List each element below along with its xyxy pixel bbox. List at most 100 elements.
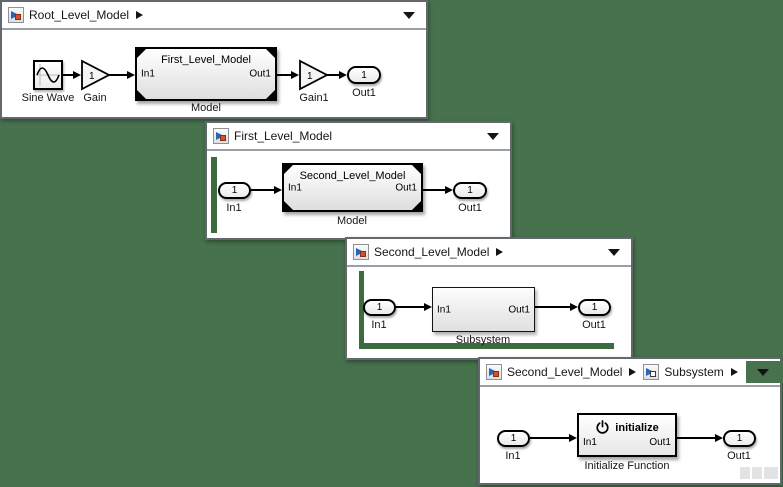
chevron-down-icon[interactable] bbox=[608, 249, 620, 256]
block-label: In1 bbox=[226, 202, 242, 214]
signal-line[interactable] bbox=[530, 437, 569, 439]
model-icon-badge bbox=[360, 251, 366, 257]
breadcrumb-expand-icon[interactable] bbox=[629, 368, 637, 376]
initialize-function-block[interactable]: initialize In1 Out1 bbox=[577, 413, 677, 457]
inport-value: 1 bbox=[231, 185, 238, 196]
model-corner-icon bbox=[137, 90, 146, 99]
in-port-label: In1 bbox=[141, 68, 155, 80]
outport-block[interactable]: 1 bbox=[347, 66, 381, 84]
chevron-down-icon[interactable] bbox=[403, 12, 415, 19]
signal-line[interactable] bbox=[327, 74, 339, 76]
breadcrumb: First_Level_Model bbox=[207, 123, 510, 151]
arrowhead-icon bbox=[569, 434, 577, 442]
outport-block[interactable]: 1 bbox=[578, 299, 611, 316]
gain1-value: 1 bbox=[307, 71, 313, 82]
model-reference-block[interactable]: Second_Level_Model In1 Out1 bbox=[282, 163, 423, 212]
breadcrumb-item-first-level-model[interactable]: First_Level_Model bbox=[234, 129, 333, 143]
editor-window-subsystem: Second_Level_Model Subsystem 1 In1 bbox=[478, 357, 783, 485]
block-label: In1 bbox=[371, 319, 387, 331]
gain1-block[interactable]: 1 bbox=[299, 59, 329, 91]
breadcrumb: Second_Level_Model bbox=[347, 239, 631, 267]
model-reference-highlight-bar bbox=[211, 157, 217, 233]
out-port-label: Out1 bbox=[395, 182, 417, 193]
editor-window-first-level-model: First_Level_Model 1 In1 Second_Level_Mod… bbox=[205, 121, 512, 240]
inport-value: 1 bbox=[376, 302, 383, 313]
outport-block[interactable]: 1 bbox=[723, 430, 756, 447]
model-icon-badge bbox=[220, 135, 226, 141]
out-port-label: Out1 bbox=[508, 304, 530, 315]
outport-value: 1 bbox=[361, 69, 367, 81]
model-corner-icon bbox=[266, 49, 275, 58]
model-reference-block[interactable]: First_Level_Model In1 Out1 bbox=[135, 47, 277, 101]
outport-value: 1 bbox=[467, 185, 473, 196]
breadcrumb-item-root-level-model[interactable]: Root_Level_Model bbox=[29, 8, 130, 22]
subsystem-block[interactable]: In1 Out1 bbox=[432, 287, 535, 332]
breadcrumb-expand-icon[interactable] bbox=[496, 248, 504, 256]
inport-block[interactable]: 1 bbox=[363, 299, 396, 316]
in-port-label: In1 bbox=[437, 304, 451, 315]
model-block-title: First_Level_Model bbox=[161, 54, 251, 66]
signal-line[interactable] bbox=[677, 437, 715, 439]
breadcrumb-item-second-level-model[interactable]: Second_Level_Model bbox=[374, 245, 490, 259]
outport-block[interactable]: 1 bbox=[453, 182, 487, 199]
simulink-model-icon bbox=[486, 364, 502, 380]
power-icon bbox=[596, 420, 609, 434]
arrowhead-icon bbox=[127, 71, 135, 79]
out-port-label: Out1 bbox=[249, 68, 271, 80]
sine-wave-icon bbox=[36, 64, 60, 86]
gain-block[interactable]: 1 bbox=[81, 59, 111, 91]
signal-line[interactable] bbox=[109, 74, 127, 76]
sine-wave-block[interactable] bbox=[33, 60, 63, 90]
breadcrumb-item-second-level-model[interactable]: Second_Level_Model bbox=[507, 365, 623, 379]
arrowhead-icon bbox=[445, 186, 453, 194]
outport-value: 1 bbox=[736, 433, 743, 444]
model-icon-badge bbox=[15, 14, 21, 20]
breadcrumb-item-subsystem[interactable]: Subsystem bbox=[664, 365, 724, 379]
signal-line[interactable] bbox=[535, 306, 570, 308]
signal-line[interactable] bbox=[63, 74, 74, 76]
block-label: Initialize Function bbox=[584, 460, 670, 472]
arrowhead-icon bbox=[339, 71, 347, 79]
event-name: initialize bbox=[615, 421, 659, 434]
breadcrumb-expand-icon[interactable] bbox=[730, 368, 738, 376]
arrowhead-icon bbox=[291, 71, 299, 79]
out-port-label: Out1 bbox=[649, 437, 671, 448]
simulink-model-icon bbox=[213, 128, 229, 144]
block-label: Gain1 bbox=[299, 92, 329, 104]
chevron-down-icon[interactable] bbox=[487, 133, 499, 140]
arrowhead-icon bbox=[715, 434, 723, 442]
diagram-canvas-subsystem: 1 In1 initialize In1 Out1 Initialize Fun… bbox=[480, 387, 780, 483]
block-label: Model bbox=[337, 215, 367, 227]
signal-line[interactable] bbox=[396, 306, 424, 308]
block-label: Out1 bbox=[582, 319, 606, 331]
arrowhead-icon bbox=[570, 303, 578, 311]
model-reference-highlight-bar-vertical bbox=[359, 271, 364, 349]
signal-line[interactable] bbox=[423, 189, 445, 191]
model-corner-icon bbox=[266, 90, 275, 99]
simulink-model-icon bbox=[8, 7, 24, 23]
signal-line[interactable] bbox=[277, 74, 291, 76]
signal-line[interactable] bbox=[251, 189, 274, 191]
diagram-canvas-root: Sine Wave 1 Gain First_Level_Model In1 O… bbox=[2, 30, 426, 117]
model-corner-icon bbox=[412, 201, 421, 210]
inport-block[interactable]: 1 bbox=[497, 430, 530, 447]
in-port-label: In1 bbox=[583, 437, 597, 448]
model-corner-icon bbox=[412, 165, 421, 174]
model-reference-highlight-bar-horizontal bbox=[359, 343, 614, 349]
in-port-label: In1 bbox=[288, 182, 302, 193]
chevron-down-icon[interactable] bbox=[757, 369, 769, 376]
diagram-canvas-second: 1 In1 In1 Out1 Subsystem 1 Out1 bbox=[347, 267, 631, 358]
block-label: Gain bbox=[83, 92, 107, 104]
model-block-title: Second_Level_Model bbox=[299, 170, 406, 182]
breadcrumb: Second_Level_Model Subsystem bbox=[480, 359, 783, 387]
arrowhead-icon bbox=[424, 303, 432, 311]
block-label: Out1 bbox=[458, 202, 482, 214]
gain-value: 1 bbox=[89, 71, 95, 82]
breadcrumb: Root_Level_Model bbox=[2, 2, 426, 30]
block-label: Model bbox=[191, 102, 221, 114]
inport-value: 1 bbox=[510, 433, 517, 444]
inport-block[interactable]: 1 bbox=[218, 182, 251, 199]
block-label: Out1 bbox=[352, 87, 376, 99]
breadcrumb-expand-icon[interactable] bbox=[136, 11, 144, 19]
